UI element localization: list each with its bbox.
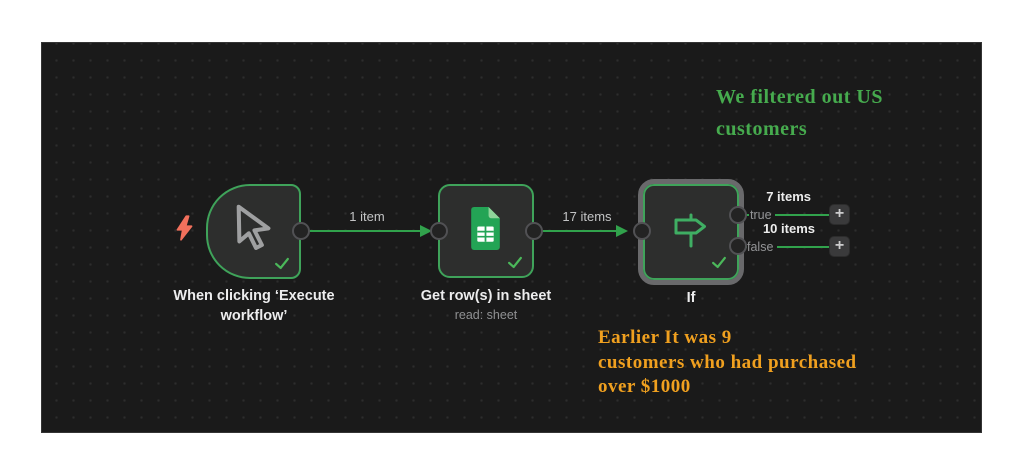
- lightning-bolt-icon: [176, 215, 193, 241]
- signpost-icon: [674, 213, 706, 248]
- node-trigger[interactable]: [206, 184, 301, 279]
- check-icon: [508, 256, 522, 269]
- connection-trigger-sheets[interactable]: [301, 229, 422, 232]
- node-sheets-subtitle: read: sheet: [454, 308, 518, 322]
- node-trigger-label: When clicking ‘Execute workflow’: [173, 288, 335, 324]
- connection-items-count: 1 item: [349, 209, 385, 224]
- port-output-trigger[interactable]: [292, 222, 310, 240]
- false-branch-connection[interactable]: [777, 245, 829, 249]
- port-output-if-false[interactable]: [729, 237, 747, 255]
- connection-sheets-if[interactable]: [534, 229, 618, 232]
- false-branch-label: false: [747, 240, 774, 254]
- check-icon: [712, 256, 726, 269]
- port-output-if-true[interactable]: [729, 206, 747, 224]
- node-sheets-label: Get row(s) in sheet: [420, 288, 552, 304]
- port-input-if[interactable]: [633, 222, 651, 240]
- annotation-line: Earlier It was 9: [598, 327, 732, 348]
- connection-arrow-icon: [616, 225, 628, 237]
- connection-arrow-icon: [420, 225, 432, 237]
- add-node-button-false[interactable]: +: [829, 236, 850, 257]
- node-if-label: If: [686, 290, 696, 306]
- annotation-line: customers who had purchased: [598, 351, 857, 373]
- annotation-line: customers: [716, 118, 808, 140]
- check-icon: [275, 257, 289, 270]
- annotation-earlier-count: Earlier It was 9 customers who had purch…: [598, 326, 857, 400]
- annotation-filtered-us-customers: We filtered out US customers: [716, 81, 883, 145]
- false-items-count: 10 items: [762, 221, 815, 236]
- annotation-line: over $1000: [598, 376, 691, 397]
- node-get-rows-in-sheet[interactable]: [438, 184, 534, 278]
- add-node-button-true[interactable]: +: [829, 204, 850, 225]
- port-output-sheets[interactable]: [525, 222, 543, 240]
- true-branch-label: true: [750, 208, 772, 222]
- workflow-canvas[interactable]: 1 item 17 items true: [41, 42, 982, 433]
- connection-items-count: 17 items: [562, 209, 612, 224]
- annotation-line: We filtered out US: [716, 86, 883, 108]
- true-items-count: 7 items: [766, 189, 811, 204]
- port-input-sheets[interactable]: [430, 222, 448, 240]
- cursor-icon: [236, 204, 271, 250]
- node-if-body[interactable]: [643, 184, 739, 280]
- true-branch-connection[interactable]: [775, 213, 829, 217]
- google-sheets-icon: [471, 207, 500, 250]
